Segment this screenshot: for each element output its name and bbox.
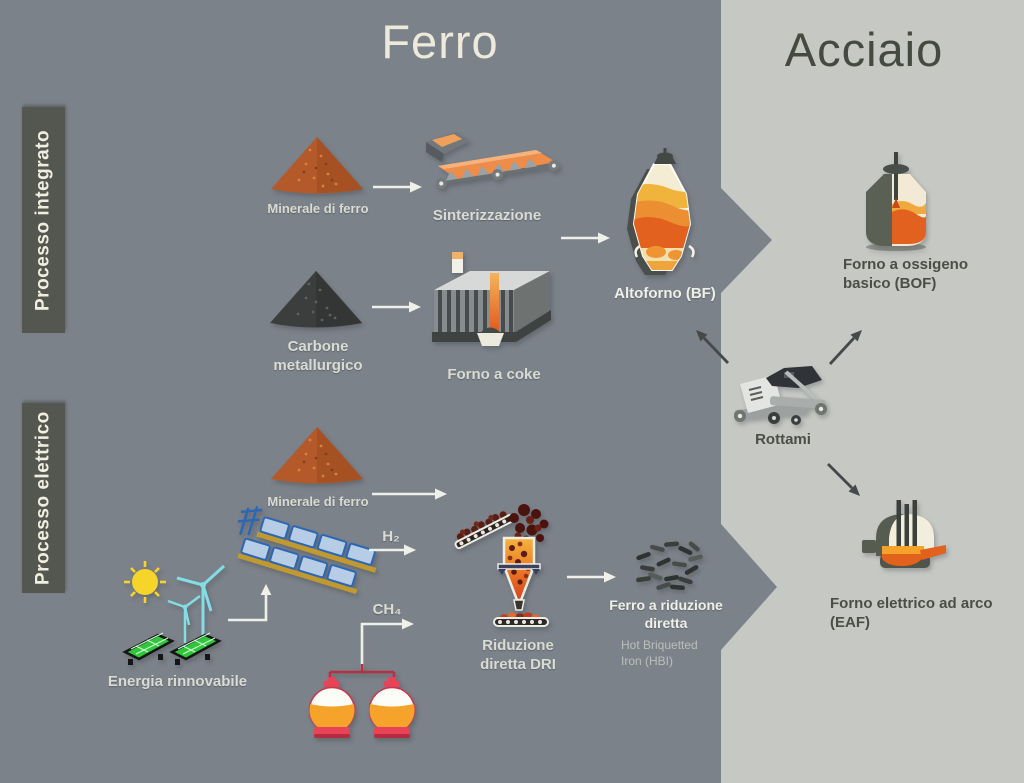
eaf-label: Forno elettrico ad arco (EAF) <box>830 595 993 631</box>
gas-tanks-icon <box>308 664 416 738</box>
arrow-ch4-to-dri <box>360 618 414 670</box>
hbi-title-label: Ferro a riduzione diretta <box>609 597 723 631</box>
title-iron: Ferro <box>381 15 499 68</box>
arrow-coal-to-coke <box>372 301 421 313</box>
blast-furnace-label: Altoforno (BF) <box>614 285 716 302</box>
arrow-scrap-to-bof <box>828 330 862 365</box>
blast-furnace-icon <box>627 148 695 275</box>
sidebar-label-electric-process: Processo elettrico <box>22 403 65 593</box>
sidebar-label-integrated-process: Processo integrato <box>22 107 65 333</box>
arrow-scrap-to-eaf <box>827 463 860 496</box>
renewable-energy-icon <box>122 561 226 665</box>
arrow-sinter-to-bf <box>561 232 610 244</box>
hbi-sub-label: Hot Briquetted Iron (HBI) <box>621 638 698 669</box>
iron-ore-top-label: Minerale di ferro <box>267 201 369 216</box>
iron-ore-pile-bottom-icon <box>271 427 363 484</box>
coke-oven-label: Forno a coke <box>447 366 541 383</box>
bof-label: Forno a ossigeno basico (BOF) <box>843 256 969 292</box>
h2-label: H₂ <box>382 528 400 545</box>
iron-ore-bottom-label: Minerale di ferro <box>267 494 369 509</box>
arrow-scrap-to-bf <box>696 330 730 364</box>
arrow-renewable-to-electrolyzer <box>228 584 272 622</box>
bof-converter-icon <box>866 152 927 251</box>
iron-ore-pile-icon <box>271 137 363 194</box>
coal-pile-icon <box>270 271 362 328</box>
ch4-label: CH₄ <box>372 601 402 618</box>
arrow-dri-to-hbi <box>567 571 616 583</box>
electrolyzer-icon <box>237 506 377 595</box>
title-steel: Acciaio <box>784 23 944 76</box>
dri-label: Riduzione diretta DRI <box>480 637 556 673</box>
dri-furnace-icon <box>454 504 549 627</box>
renewable-label: Energia rinnovabile <box>107 673 248 690</box>
coke-oven-icon <box>432 252 551 346</box>
eaf-furnace-icon <box>862 500 946 568</box>
arrow-ore-to-dri <box>372 488 447 500</box>
hbi-briquettes-icon <box>636 541 703 591</box>
scrap-pile-icon <box>734 366 827 425</box>
arrow-h2-to-dri <box>369 544 416 556</box>
scrap-label: Rottami <box>755 431 811 448</box>
coal-label: Carbone metallurgico <box>273 338 363 374</box>
arrow-ore-to-sinter <box>373 181 422 193</box>
sintering-machine-icon <box>426 132 560 190</box>
sintering-label: Sinterizzazione <box>432 207 542 224</box>
